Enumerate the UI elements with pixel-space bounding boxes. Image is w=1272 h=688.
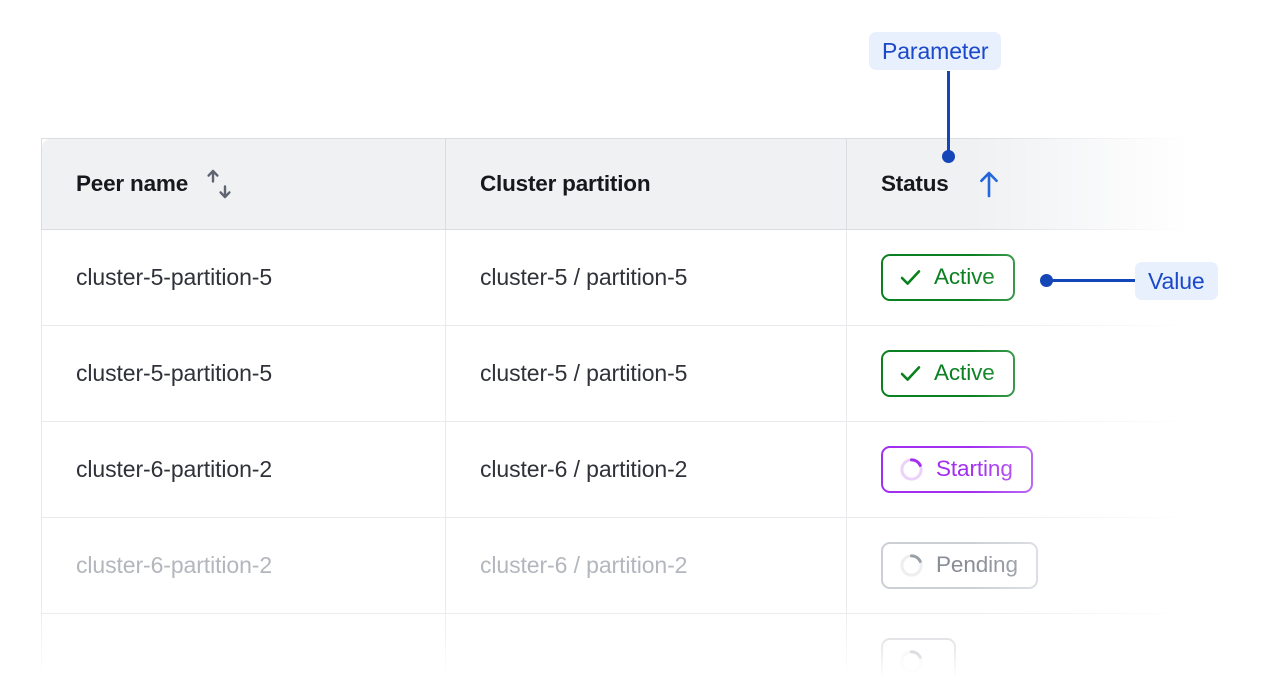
- column-header-status[interactable]: Status: [846, 138, 1231, 230]
- cell-peer-name: [41, 613, 446, 688]
- table-row[interactable]: cluster-5-partition-5 cluster-5 / partit…: [41, 325, 1231, 422]
- cell-status: Active: [846, 229, 1231, 326]
- parameter-callout-badge: Parameter: [869, 32, 1002, 70]
- cell-status: Starting: [846, 421, 1231, 518]
- column-header-cluster-partition[interactable]: Cluster partition: [445, 138, 847, 230]
- table-body: cluster-5-partition-5 cluster-5 / partit…: [41, 229, 1231, 688]
- status-badge-label: Active: [934, 264, 995, 290]
- column-header-cluster-partition-label: Cluster partition: [480, 171, 651, 196]
- cell-status: [846, 613, 1231, 688]
- status-badge-active: Active: [881, 254, 1015, 301]
- parameter-callout-dot: [942, 150, 955, 163]
- sort-both-icon[interactable]: [204, 168, 234, 200]
- spinner-icon: [900, 458, 923, 481]
- cell-cluster-partition: cluster-6 / partition-2: [445, 421, 847, 518]
- column-header-status-label: Status: [881, 171, 949, 196]
- check-icon: [900, 366, 921, 381]
- value-callout-line: [1048, 279, 1136, 282]
- cell-cluster-partition: cluster-5 / partition-5: [445, 325, 847, 422]
- column-header-peer-name-label: Peer name: [76, 171, 189, 196]
- cell-cluster-partition: [445, 613, 847, 688]
- table-header-row: Peer name Cluster partition: [41, 138, 1231, 230]
- peers-table: Peer name Cluster partition: [41, 138, 1231, 688]
- status-badge-starting: Starting: [881, 446, 1033, 493]
- status-badge-label: Starting: [936, 456, 1013, 482]
- cell-status: Active: [846, 325, 1231, 422]
- column-header-peer-name[interactable]: Peer name: [41, 138, 446, 230]
- arrow-up-icon[interactable]: [975, 169, 1003, 199]
- check-icon: [900, 270, 921, 285]
- table-row[interactable]: cluster-6-partition-2 cluster-6 / partit…: [41, 421, 1231, 518]
- spinner-icon: [900, 650, 923, 673]
- status-badge-active: Active: [881, 350, 1015, 397]
- spinner-icon: [900, 554, 923, 577]
- cell-cluster-partition: cluster-6 / partition-2: [445, 517, 847, 614]
- cell-cluster-partition: cluster-5 / partition-5: [445, 229, 847, 326]
- cell-peer-name: cluster-6-partition-2: [41, 517, 446, 614]
- status-badge-label: Pending: [936, 552, 1018, 578]
- status-badge-pending: Pending: [881, 542, 1038, 589]
- value-callout-badge: Value: [1135, 262, 1218, 300]
- table-header: Peer name Cluster partition: [41, 138, 1231, 230]
- cell-peer-name: cluster-5-partition-5: [41, 229, 446, 326]
- peers-table-container: Peer name Cluster partition: [41, 138, 1231, 688]
- status-badge-label: Active: [934, 360, 995, 386]
- table-row[interactable]: cluster-6-partition-2 cluster-6 / partit…: [41, 517, 1231, 614]
- parameter-callout-line: [947, 71, 950, 157]
- table-row[interactable]: [41, 613, 1231, 688]
- table-row[interactable]: cluster-5-partition-5 cluster-5 / partit…: [41, 229, 1231, 326]
- cell-status: Pending: [846, 517, 1231, 614]
- status-badge-pending: [881, 638, 956, 685]
- cell-peer-name: cluster-5-partition-5: [41, 325, 446, 422]
- value-callout-dot: [1040, 274, 1053, 287]
- cell-peer-name: cluster-6-partition-2: [41, 421, 446, 518]
